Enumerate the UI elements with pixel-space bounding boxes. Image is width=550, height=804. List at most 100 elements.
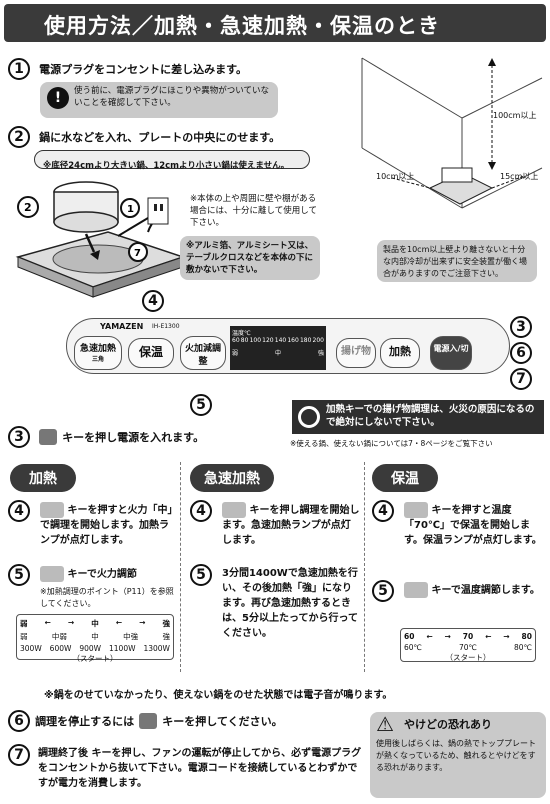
foil-note: ※アルミ箔、アルミシート又は、テーブルクロスなどを本体の下に敷かないで下さい。 [180, 236, 320, 280]
temp-tick: 160 [287, 337, 299, 344]
power-key-icon [39, 428, 58, 445]
rapid-key-icon [222, 502, 246, 518]
step-number: 5 [8, 564, 30, 586]
scale-label: 強 [162, 632, 171, 641]
heat-button[interactable]: 加熱 [380, 338, 420, 368]
prohibited-icon [298, 406, 320, 428]
power-tick: 弱 [232, 350, 239, 357]
scale-label: 中強 [123, 632, 139, 641]
section-heat-title: 加熱 [10, 464, 76, 492]
clearance-note: 製品を10cm以上壁より離さないと十分な内部冷却が出来ずに安全装置が働く場合があ… [377, 240, 537, 282]
step-number: 1 [8, 58, 30, 80]
step-1: 1 電源プラグをコンセントに差し込みます。 [8, 58, 247, 80]
scale-label: 80℃ [514, 643, 532, 652]
step-text: キーを押し電源を入れます。 [62, 431, 205, 444]
scale-watt: 1100W [109, 644, 136, 653]
scale-watt: 900W [79, 644, 102, 653]
outlet-illustration: 1 7 [118, 197, 169, 262]
step-7-text: 調理終了後 キーを押し、ファンの運転が停止してから、必ず電源プラグをコンセントか… [38, 748, 362, 789]
rapid-heat-button[interactable]: 急速加熱 三角 [74, 336, 122, 370]
step-number: 7 [8, 744, 30, 766]
scale-marker: ← [426, 632, 433, 641]
heat-key-icon [40, 502, 64, 518]
scale-label: 中弱 [51, 632, 67, 641]
keep-warm-button[interactable]: 保温 [128, 338, 174, 368]
keep-step-4: キーを押すと温度「70℃」で保温を開始します。保温ランプが点灯します。 [404, 502, 544, 548]
scale-marker: 弱 [20, 619, 28, 628]
power-key-icon [139, 712, 158, 729]
scale-watt: 1300W [143, 644, 170, 653]
scale-label: 60℃ [404, 643, 422, 652]
svg-text:1: 1 [127, 204, 134, 215]
section-rapid-title: 急速加熱 [190, 464, 274, 492]
divider [364, 462, 365, 672]
scale-marker: ← [485, 632, 492, 641]
warning-sub: ※使える鍋、使えない鍋については7・8ページをご覧下さい [290, 439, 493, 448]
step-number: 6 [8, 710, 30, 732]
power-button[interactable]: 電源入/切 [430, 336, 472, 370]
rapid-step-4: キーを押し調理を開始します。急速加熱ランプが点灯します。 [222, 502, 360, 548]
scale-marker: 60 [404, 632, 415, 641]
clearance-diagram [361, 57, 543, 209]
heat-step-4: キーを押すと火力「中」で調理を開始します。加熱ランプが点灯します。 [40, 502, 176, 548]
scale-marker: → [67, 618, 75, 627]
callout-6: 6 [510, 342, 532, 364]
scale-label: 中 [91, 632, 99, 641]
clearance-top: 100cm以上 [493, 111, 537, 120]
callout-5: 5 [190, 394, 212, 416]
scale-marker: 70 [462, 632, 474, 641]
scale-label: 弱 [20, 632, 28, 641]
divider [180, 462, 181, 672]
svg-text:2: 2 [24, 201, 32, 214]
scale-marker: → [503, 632, 510, 641]
step-2-note: ※底径24cmより大きい鍋、12cmより小さい鍋は使えません。 [34, 150, 310, 171]
step-number: 5 [372, 580, 394, 602]
step-text: 電源プラグをコンセントに差し込みます。 [39, 63, 247, 76]
adjust-button[interactable]: 火加減調整 [180, 336, 226, 370]
scale-marker: 80 [521, 632, 532, 641]
temp-tick: 200 [312, 337, 324, 344]
temp-tick: 120 [262, 337, 274, 344]
heat-step-5-note: ※加熱調理のポイント（P11）を参照してください。 [40, 587, 174, 608]
scale-marker: → [139, 618, 146, 627]
rapid-step-5: 3分間1400Wで急速加熱を行い、その後加熱「強」になります。再び急速加熱すると… [222, 568, 358, 639]
scale-label: 70℃ [459, 643, 477, 652]
step-3: 3 キーを押し電源を入れます。 [8, 426, 204, 448]
step-number: 4 [8, 500, 30, 522]
page-title: 使用方法／加熱・急速加熱・保温のとき [4, 4, 546, 42]
callout-7: 7 [510, 368, 532, 390]
scale-marker: 中 [91, 619, 99, 628]
step-number: 4 [190, 500, 212, 522]
svg-text:7: 7 [134, 248, 141, 259]
scale-watt: 600W [49, 644, 72, 653]
callout-3: 3 [510, 316, 532, 338]
adjust-key-icon [404, 582, 428, 598]
cooker-illustration: 2 [15, 181, 186, 298]
power-tick: 強 [317, 350, 324, 357]
step-text: 調理を停止するには [35, 715, 135, 728]
adjust-key-icon [40, 566, 64, 582]
step-1-note: ! 使う前に、電源プラグにほこりや異物がついていないことを確認して下さい。 [40, 82, 278, 118]
power-tick: 中 [274, 350, 281, 357]
scale-marker: → [444, 632, 451, 641]
scale-marker: ← [115, 618, 123, 627]
step-number: 3 [8, 426, 30, 448]
step-2: 2 鍋に水などを入れ、プレートの中央にのせます。 [8, 126, 280, 148]
step-number: 2 [8, 126, 30, 148]
temp-tick: 180 [299, 337, 312, 344]
brand-label: YAMAZEN [100, 322, 144, 331]
wall-note: ※本体の上や周囲に壁や棚がある場合には、十分に離して使用して下さい。 [190, 194, 317, 228]
exclamation-icon: ! [47, 87, 69, 109]
fry-button[interactable]: 揚げ物 [336, 338, 376, 368]
note-text: 使う前に、電源プラグにほこりや異物がついていないことを確認して下さい。 [74, 86, 269, 108]
callout-4: 4 [142, 290, 164, 312]
step-6: 6 調理を停止するには キーを押してください。 [8, 710, 283, 732]
warning-triangle-icon: ⚠ [376, 712, 394, 736]
step-number: 5 [190, 564, 212, 586]
scale-marker: 強 [162, 619, 170, 628]
keep-key-icon [404, 502, 428, 518]
step-text: キーを押してください。 [162, 715, 283, 728]
